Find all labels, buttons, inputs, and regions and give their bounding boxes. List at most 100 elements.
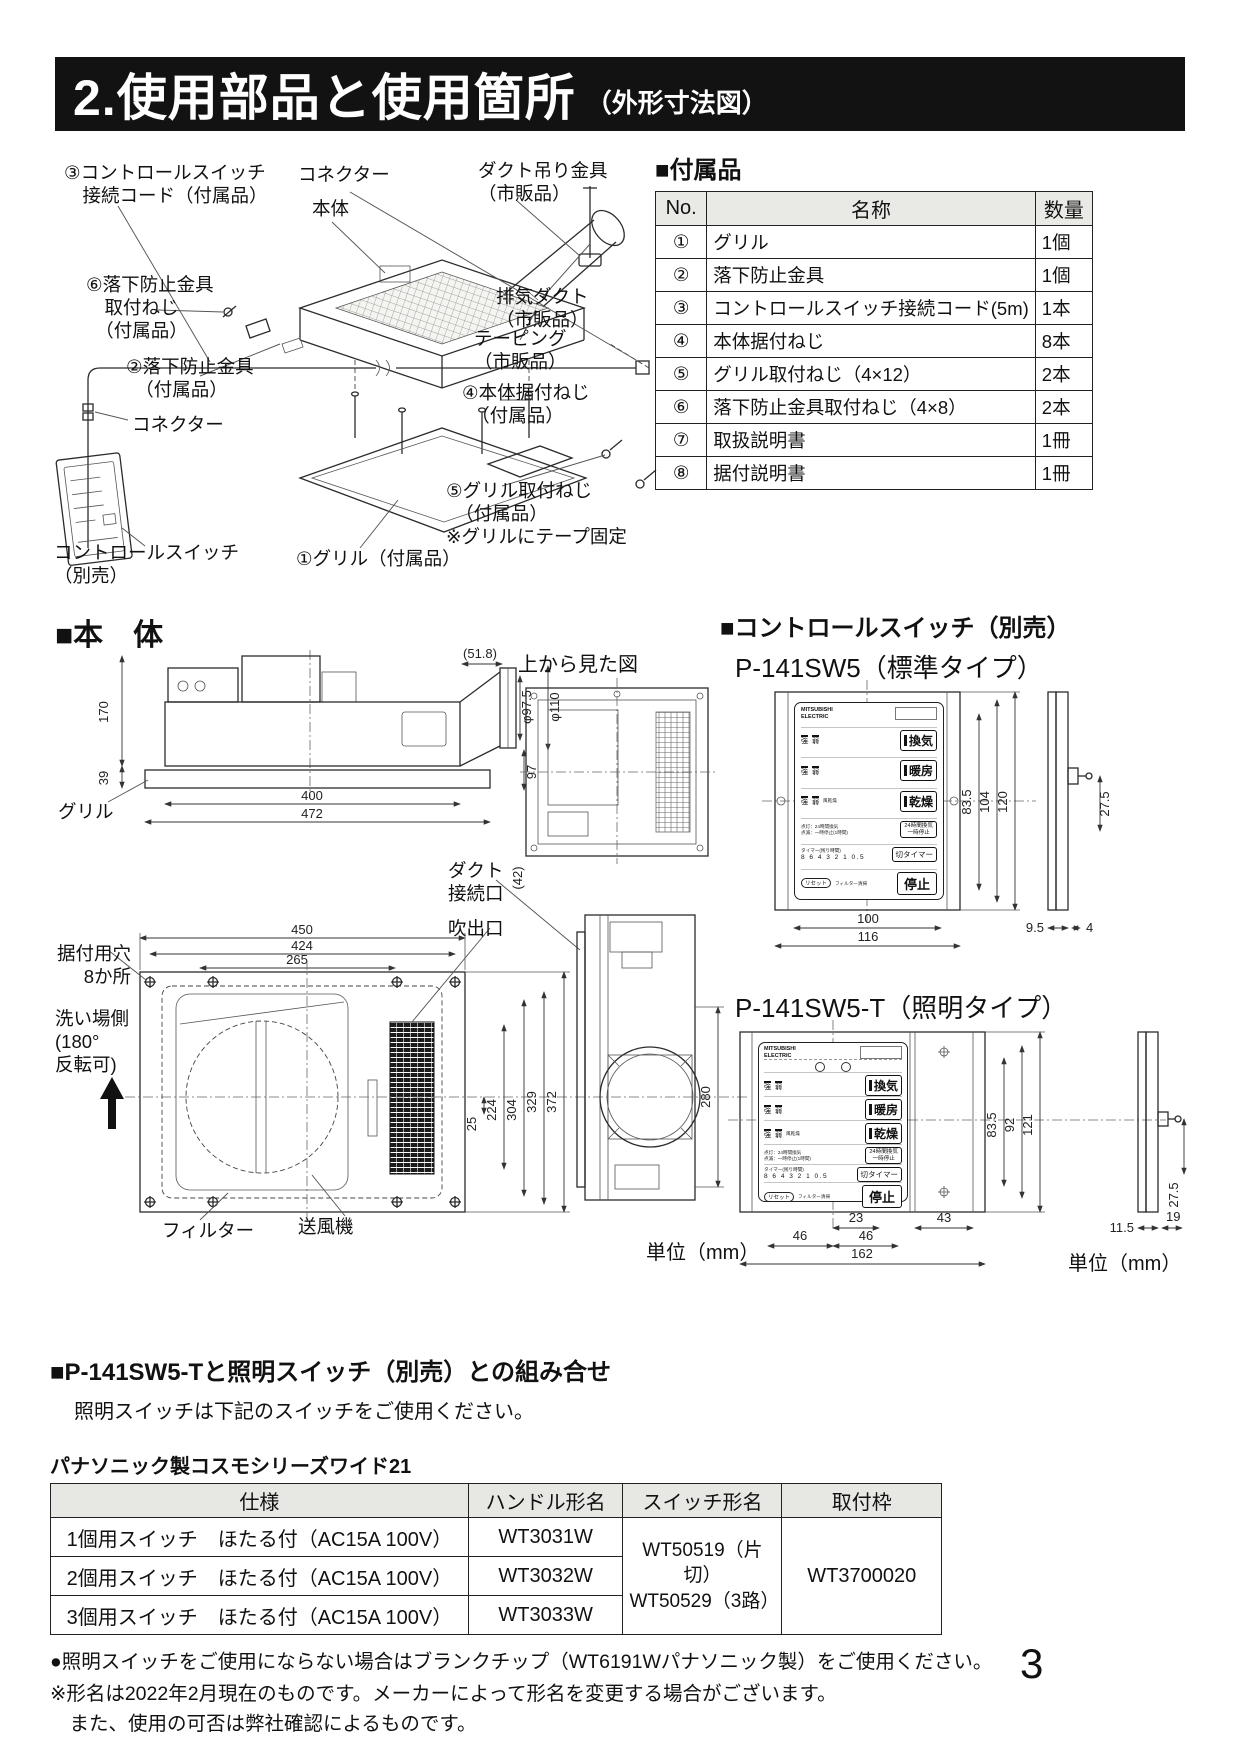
heating-button: 暖房	[899, 760, 937, 782]
svg-text:92: 92	[1002, 1118, 1017, 1132]
reset-button: リセット	[764, 1191, 795, 1202]
switch-drawings: 83.5 104 120 100 116 27.5 9.5 4	[728, 680, 1187, 1267]
exploded-label: ③コントロールスイッチ 接続コード（付属品）	[64, 162, 268, 206]
svg-text:304: 304	[504, 1099, 519, 1121]
col-switch: スイッチ形名	[622, 1483, 783, 1518]
switch-face-lighting: MITSUBISHI ELECTRIC 強弱換気 強弱暖房 強弱風乾燥乾燥 点灯…	[758, 1042, 908, 1209]
note-line: また、使用の可否は弊社確認によるものです。	[50, 1713, 477, 1736]
series-label: パナソニック製コスモシリーズワイド21	[50, 1456, 412, 1478]
svg-text:97: 97	[524, 765, 539, 779]
exploded-label: コネクター	[298, 164, 390, 185]
switch-face-standard: MITSUBISHI ELECTRIC 強弱換気 強弱暖房 強弱風乾燥乾燥 点灯…	[794, 702, 944, 900]
page-title: 2.使用部品と使用箇所	[73, 70, 576, 126]
weak-label: 弱	[812, 738, 819, 746]
svg-text:46: 46	[793, 1228, 807, 1243]
svg-text:25: 25	[464, 1117, 479, 1131]
exploded-label: ②落下防止金具 （付属品）	[126, 356, 254, 400]
combination-heading: ■P-141SW5-Tと照明スイッチ（別売）との組み合せ	[50, 1359, 611, 1386]
table-header-row: 仕様 ハンドル形名 スイッチ形名 取付枠	[50, 1483, 942, 1518]
control-switch-heading: ■コントロールスイッチ（別売）	[720, 615, 1071, 642]
exploded-label: 排気ダクト （市販品）	[496, 286, 589, 330]
body-drawings: 170 39 400 472 (51.8) φ97.5 φ110 97 (42)…	[96, 646, 750, 1222]
panel-note-box	[895, 707, 937, 720]
col-frame: 取付枠	[781, 1483, 942, 1518]
svg-text:(42): (42)	[510, 866, 525, 889]
svg-text:27.5: 27.5	[1166, 1182, 1181, 1207]
exploded-label: ④本体据付ねじ （付属品）	[462, 382, 590, 426]
reset-button: リセット	[801, 878, 832, 889]
combination-subtext: 照明スイッチは下記のスイッチをご使用ください。	[74, 1401, 534, 1423]
col-name: 名称	[706, 191, 1036, 226]
grille-label: グリル	[58, 801, 114, 822]
accessories-heading: ■付属品	[655, 157, 742, 184]
svg-text:329: 329	[524, 1091, 539, 1113]
svg-text:43: 43	[937, 1210, 951, 1225]
timer-off-button: 切タイマー	[856, 1167, 902, 1183]
drying-button: 乾燥	[864, 1123, 902, 1145]
wash-side-label: 洗い場側 (180° 反転可)	[55, 1008, 130, 1075]
svg-text:472: 472	[301, 806, 323, 821]
svg-text:372: 372	[544, 1091, 559, 1113]
svg-text:39: 39	[96, 771, 111, 785]
svg-text:23: 23	[849, 1210, 863, 1225]
combination-table: 仕様 ハンドル形名 スイッチ形名 取付枠 1個用スイッチ ほたる付（AC15A …	[50, 1483, 942, 1635]
svg-text:27.5: 27.5	[1097, 791, 1112, 816]
svg-text:104: 104	[977, 791, 992, 813]
heating-button: 暖房	[864, 1099, 902, 1121]
svg-text:116: 116	[858, 929, 879, 944]
exploded-label: ⑤グリル取付ねじ （付属品） ※グリルにテープ固定	[446, 480, 627, 547]
body-section: ■本 体	[50, 605, 765, 1265]
exploded-label: 本体	[312, 198, 350, 219]
unit-label: 単位（mm）	[646, 1242, 760, 1264]
standard-model-title: P-141SW5（標準タイプ）	[735, 653, 1043, 683]
table-row: 3個用スイッチ ほたる付（AC15A 100V） WT3033W	[50, 1595, 942, 1635]
lamp-row	[764, 1059, 902, 1073]
svg-text:400: 400	[301, 788, 323, 803]
section-title-bar: 2.使用部品と使用箇所 （外形寸法図）	[55, 57, 1185, 131]
exploded-label: コントロールスイッチ （別売）	[54, 542, 240, 586]
svg-text:280: 280	[698, 1086, 713, 1108]
note-line: ●照明スイッチをご使用にならない場合はブランクチップ（WT6191Wパナソニック…	[50, 1651, 993, 1673]
switch-model-cell: WT50519（片切） WT50529（3路）	[622, 1517, 783, 1635]
combination-section: ■P-141SW5-Tと照明スイッチ（別売）との組み合せ 照明スイッチは下記のス…	[50, 1352, 1190, 1740]
filter-label: フィルター	[162, 1220, 255, 1241]
top-view-title: 上から見た図	[518, 654, 638, 676]
duct-port-label: ダクト 接続口	[448, 860, 504, 904]
svg-text:162: 162	[851, 1246, 873, 1261]
svg-text:224: 224	[484, 1099, 499, 1121]
page-title-suffix: （外形寸法図）	[585, 87, 768, 118]
table-row: 2個用スイッチ ほたる付（AC15A 100V） WT3032W	[50, 1556, 942, 1596]
mitsubishi-logo: MITSUBISHI ELECTRIC	[764, 1046, 796, 1059]
table-header-row: No. 名称 数量	[654, 191, 1094, 226]
ventilation-button: 換気	[864, 1075, 902, 1097]
svg-text:120: 120	[995, 791, 1010, 813]
note-line: ※形名は2022年2月現在のものです。メーカーによって形名を変更する場合がござい…	[50, 1683, 837, 1706]
stop-button: 停止	[896, 871, 937, 895]
exploded-label: コネクター	[132, 414, 224, 435]
exploded-diagram: ③コントロールスイッチ 接続コード（付属品） コネクター 本体 ダクト吊り金具 …	[50, 148, 660, 593]
panel-note-box	[860, 1046, 902, 1059]
drying-button: 乾燥	[899, 790, 937, 812]
exploded-label: ⑥落下防止金具 取付ねじ （付属品）	[86, 274, 214, 341]
stop-button: 停止	[861, 1185, 902, 1209]
svg-text:450: 450	[291, 922, 313, 937]
mounting-holes-label: 据付用穴 8か所	[57, 943, 132, 987]
unit-label: 単位（mm）	[1068, 1253, 1182, 1275]
timer-off-button: 切タイマー	[891, 847, 937, 863]
lighting-model-title: P-141SW5-T（照明タイプ）	[735, 993, 1068, 1023]
outlet-label: 吹出口	[448, 918, 504, 939]
body-heading: ■本 体	[55, 619, 164, 652]
col-no: No.	[654, 191, 708, 226]
col-spec: 仕様	[50, 1483, 469, 1518]
h24-pause-button: 24時間換気 一時停止	[900, 821, 937, 838]
